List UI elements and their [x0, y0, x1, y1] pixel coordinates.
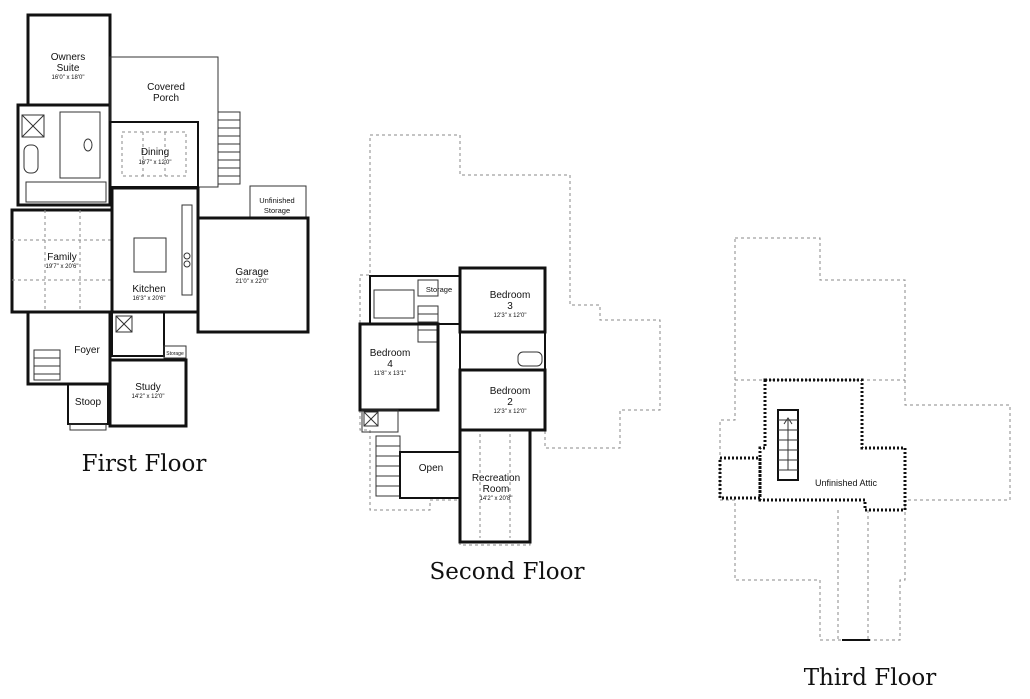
garage-dims: 21'0" x 22'0" — [236, 279, 269, 285]
upper-bath-area — [369, 275, 461, 325]
storage-closet — [163, 345, 187, 359]
bathtub-fixture — [23, 144, 39, 174]
storage-label: Storage — [166, 351, 184, 357]
owners-suite-dims: 16'0" x 18'0" — [52, 75, 85, 81]
open-area — [399, 451, 461, 499]
dining-dims: 16'7" x 12'0" — [139, 160, 172, 166]
shower-fixture — [21, 114, 45, 138]
bedroom-2-number: 2 — [507, 397, 513, 408]
third-floor-labels: Unfinished Attic Third Floor — [804, 478, 937, 691]
third-floor-plan — [718, 237, 1011, 641]
recreation-room — [458, 428, 532, 544]
stoop-label: Stoop — [75, 397, 102, 408]
bedroom-3-label: Bedroom — [490, 290, 531, 301]
upper-storage-label: Storage — [426, 285, 452, 294]
attic-stairs — [777, 409, 799, 481]
first-floor-plan — [10, 13, 310, 431]
family-label: Family — [47, 252, 76, 263]
bedroom-4-dims: 11'8" x 13'1" — [374, 371, 406, 377]
unfinished-attic-area — [758, 378, 907, 512]
second-floor-roof-outline — [359, 134, 661, 546]
study-room — [108, 358, 188, 428]
upper-storage — [417, 279, 439, 297]
toilet-fixture — [83, 138, 93, 152]
garage-room — [196, 216, 310, 334]
porch-stairs — [217, 111, 241, 185]
third-floor-roof-outline — [719, 237, 1011, 641]
bedroom-3-dims: 12'3" x 12'0" — [494, 313, 527, 319]
kitchen-island — [133, 237, 167, 273]
bedroom-4-label: Bedroom — [370, 348, 411, 359]
second-floor-labels: Storage Bedroom 3 12'3" x 12'0" Bedroom … — [370, 285, 585, 585]
bedroom-2-dims: 12'3" x 12'0" — [494, 409, 527, 415]
family-dims: 19'7" x 20'6" — [46, 264, 79, 270]
kitchen-counter — [181, 204, 193, 296]
first-floor-title: First Floor — [82, 451, 207, 477]
unfinished-storage-label: Unfinished — [259, 196, 294, 205]
powder-room — [111, 311, 165, 357]
unfinished-storage-label-2: Storage — [264, 206, 290, 215]
covered-porch-label: Covered — [147, 82, 185, 93]
owners-suite-label-2: Suite — [57, 63, 80, 74]
third-floor-title: Third Floor — [804, 665, 937, 691]
recreation-label-2: Room — [483, 484, 510, 495]
recreation-dims: 14'2" x 20'8" — [480, 496, 513, 502]
foyer-label: Foyer — [74, 345, 100, 356]
bedroom-4-room — [358, 322, 440, 412]
bedroom-2-room — [458, 368, 547, 432]
foyer-stairs — [33, 349, 61, 381]
bedroom-4-number: 4 — [387, 359, 393, 370]
covered-porch-label-2: Porch — [153, 93, 179, 104]
second-floor-plan — [358, 134, 661, 546]
first-floor-labels: Owners Suite 16'0" x 18'0" Covered Porch… — [46, 52, 295, 477]
study-label: Study — [135, 382, 161, 393]
garage-label: Garage — [235, 267, 269, 278]
tub-fixture-2 — [517, 351, 543, 367]
bedroom-3-number: 3 — [507, 301, 513, 312]
kitchen-label: Kitchen — [132, 284, 165, 295]
second-floor-title: Second Floor — [430, 559, 585, 585]
bedroom-2-label: Bedroom — [490, 386, 531, 397]
open-label: Open — [419, 463, 443, 474]
owners-suite-label: Owners — [51, 52, 85, 63]
dining-label: Dining — [141, 147, 169, 158]
study-dims: 14'2" x 12'0" — [132, 394, 165, 400]
unfinished-attic-label: Unfinished Attic — [815, 478, 878, 488]
kitchen-dims: 16'3" x 20'6" — [133, 296, 166, 302]
recreation-label: Recreation — [472, 473, 520, 484]
